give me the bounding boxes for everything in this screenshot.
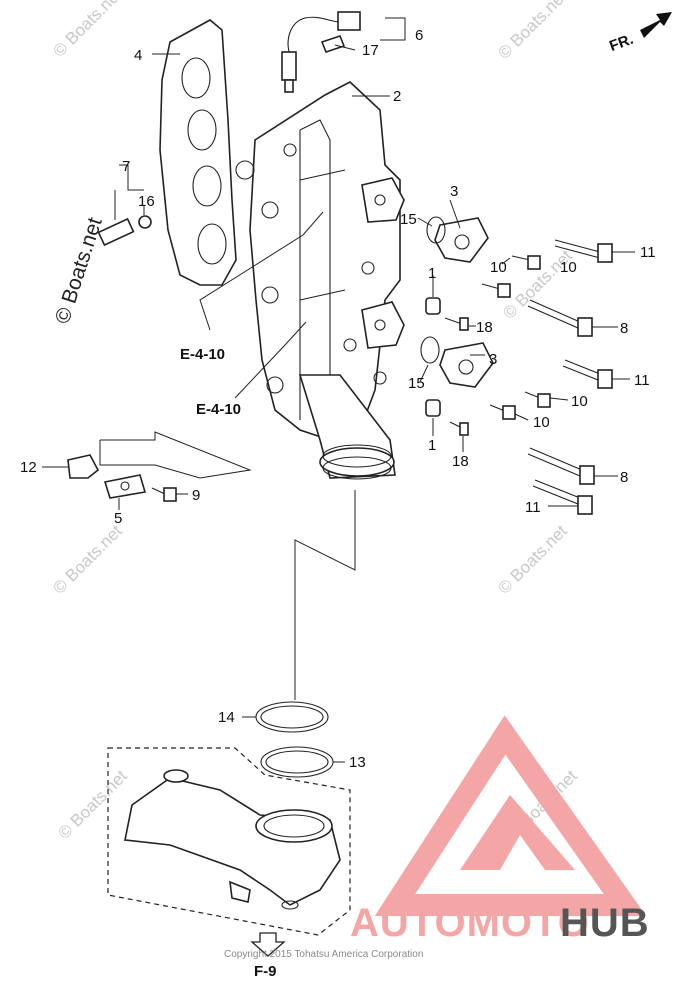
- callout-numbers: 4 6 17 2 7 16 3 15 10 10 11 1 18 8 3 11 …: [20, 27, 656, 771]
- ref-e-4-10-lower: E-4-10: [196, 401, 241, 418]
- part-temperature-sensor: [97, 215, 152, 247]
- part-clamp-bracket: [67, 454, 177, 502]
- callout-4: 4: [134, 47, 142, 64]
- callout-6: 6: [415, 27, 423, 44]
- callout-2: 2: [393, 88, 401, 105]
- part-sensor: [281, 11, 361, 93]
- callout-1-lower: 1: [428, 437, 436, 454]
- callout-3-lower: 3: [489, 351, 497, 368]
- callout-10-c: 10: [571, 393, 588, 410]
- brand-name-second: HUB: [560, 901, 650, 945]
- watermark: © Boats.net: [494, 521, 571, 598]
- part-o-rings: [255, 701, 334, 778]
- callout-15-lower: 15: [408, 375, 425, 392]
- callout-10-d: 10: [533, 414, 550, 431]
- part-bolts: [444, 239, 613, 515]
- part-collars: [425, 297, 441, 417]
- ref-e-4-10-upper: E-4-10: [180, 346, 225, 363]
- brand-name-first: AUTOMOTO: [350, 901, 590, 945]
- callout-15-upper: 15: [400, 211, 417, 228]
- callout-8-lower: 8: [620, 469, 628, 486]
- brand-logo: AUTOMOTO HUB: [350, 715, 650, 945]
- brand-logo-inner-mark: [460, 795, 575, 870]
- callout-3-upper: 3: [450, 183, 458, 200]
- ref-f-9-arrow-icon: [250, 932, 286, 957]
- front-label: FR.: [607, 31, 636, 55]
- callout-11-upper: 11: [640, 244, 656, 261]
- watermark: © Boats.net: [54, 766, 131, 843]
- callout-14: 14: [218, 709, 235, 726]
- callout-13: 13: [349, 754, 366, 771]
- callout-12: 12: [20, 459, 37, 476]
- watermark: © Boats.net: [494, 0, 571, 63]
- part-gasket: [159, 19, 237, 286]
- callout-9: 9: [192, 487, 200, 504]
- watermark: © Boats.net: [51, 215, 107, 327]
- watermark: © Boats.net: [49, 0, 126, 61]
- callout-18-lower: 18: [452, 453, 469, 470]
- callout-10-b: 10: [560, 259, 577, 276]
- front-direction-indicator: FR.: [607, 12, 672, 55]
- callout-11-lower: 11: [525, 499, 541, 516]
- callout-8-upper: 8: [620, 320, 628, 337]
- callout-10-a: 10: [490, 259, 507, 276]
- part-cover-upper: [426, 216, 489, 263]
- callout-5: 5: [114, 510, 122, 527]
- brand-logo-outer-triangle: [374, 715, 647, 916]
- callout-1-upper: 1: [428, 265, 436, 282]
- part-thermostat-housing: [107, 747, 351, 936]
- leader-lines: [42, 17, 635, 945]
- cross-references: E-4-10 E-4-10 F-9: [180, 346, 286, 980]
- copyright-notice: Copyright 2015 Tohatsu America Corporati…: [224, 949, 423, 960]
- callout-11-middle: 11: [634, 372, 650, 389]
- callout-18-upper: 18: [476, 319, 493, 336]
- callout-16: 16: [138, 193, 155, 210]
- callout-7: 7: [122, 158, 130, 175]
- callout-17: 17: [362, 42, 379, 59]
- watermark: © Boats.net: [49, 521, 126, 598]
- part-exhaust-manifold: [235, 81, 405, 480]
- front-arrow-icon: [640, 12, 672, 38]
- ref-f-9: F-9: [254, 963, 277, 980]
- part-cover-lower: [420, 336, 494, 388]
